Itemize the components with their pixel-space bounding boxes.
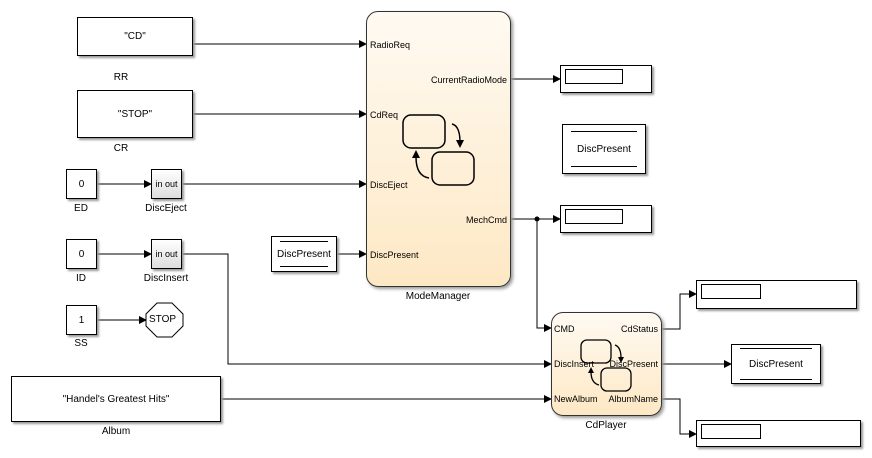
- stop-label: STOP: [149, 314, 177, 325]
- block-label: CdPlayer: [585, 420, 627, 431]
- constant-ed[interactable]: 0: [66, 169, 97, 199]
- port-in: in: [155, 179, 163, 189]
- block-label: Album: [101, 426, 131, 437]
- line-albumname[interactable]: [662, 398, 697, 438]
- inport-label: DiscEject: [370, 180, 408, 190]
- block-label: ED: [74, 203, 88, 214]
- block-label: ModeManager: [405, 291, 471, 302]
- chart-cdplayer[interactable]: CMD DiscInsert NewAlbum CdStatus DiscPre…: [551, 312, 662, 416]
- constant-ss[interactable]: 1: [66, 305, 97, 335]
- constant-album[interactable]: "Handel's Greatest Hits": [11, 376, 221, 422]
- tag-label: DiscPresent: [577, 143, 631, 155]
- line-cdstatus[interactable]: [662, 290, 697, 330]
- block-label: SS: [74, 338, 88, 349]
- constant-value: "Handel's Greatest Hits": [62, 393, 170, 405]
- inport-label: RadioReq: [370, 40, 411, 50]
- inport-label: NewAlbum: [554, 394, 598, 404]
- stop-block[interactable]: [145, 302, 184, 338]
- chart-modemanager[interactable]: RadioReq CdReq DiscEject DiscPresent Cur…: [366, 11, 511, 287]
- display-cdstatus[interactable]: [696, 280, 857, 309]
- stateflow-icon: [402, 114, 475, 186]
- constant-id[interactable]: 0: [66, 239, 97, 269]
- block-label: DiscInsert: [143, 273, 189, 284]
- outport-label: DiscPresent: [609, 359, 658, 369]
- branch-junction: [534, 216, 540, 222]
- block-label: CR: [113, 143, 129, 154]
- line-cmd[interactable]: [536, 219, 552, 332]
- constant-value: 0: [78, 248, 85, 260]
- inport-label: CdReq: [370, 110, 399, 120]
- block-label: ID: [76, 273, 86, 284]
- constant-value: 0: [78, 178, 85, 190]
- display-mechcmd[interactable]: [560, 205, 652, 233]
- constant-value: "STOP": [117, 108, 153, 120]
- tag-label: DiscPresent: [749, 358, 803, 370]
- goto-discpresent[interactable]: DiscPresent: [562, 124, 646, 174]
- subsystem-discinsert[interactable]: in out: [151, 239, 182, 269]
- port-out: out: [165, 249, 178, 259]
- inport-label: DiscInsert: [554, 359, 595, 369]
- constant-cr[interactable]: "STOP": [77, 90, 193, 138]
- display-currentradiomode[interactable]: [560, 65, 652, 93]
- from-discpresent[interactable]: DiscPresent: [271, 236, 337, 272]
- display-albumname[interactable]: [696, 420, 861, 447]
- inport-label: DiscPresent: [370, 250, 419, 260]
- inport-label: CMD: [554, 324, 575, 334]
- subsystem-disceject[interactable]: in out: [151, 169, 182, 199]
- outport-label: CdStatus: [620, 324, 658, 334]
- outport-label: CurrentRadioMode: [430, 75, 507, 85]
- outport-label: MechCmd: [465, 215, 507, 225]
- port-out: out: [165, 179, 178, 189]
- tag-label: DiscPresent: [277, 248, 331, 260]
- block-label: RR: [113, 72, 129, 83]
- block-label: DiscEject: [145, 203, 187, 214]
- stateflow-icon: [580, 339, 632, 392]
- goto-discpresent-2[interactable]: DiscPresent: [731, 344, 821, 384]
- constant-rr[interactable]: "CD": [77, 17, 193, 56]
- port-in: in: [155, 249, 163, 259]
- line-discinsert[interactable]: [182, 253, 552, 368]
- constant-value: 1: [78, 314, 85, 326]
- outport-label: AlbumName: [608, 394, 658, 404]
- constant-value: "CD": [124, 31, 146, 42]
